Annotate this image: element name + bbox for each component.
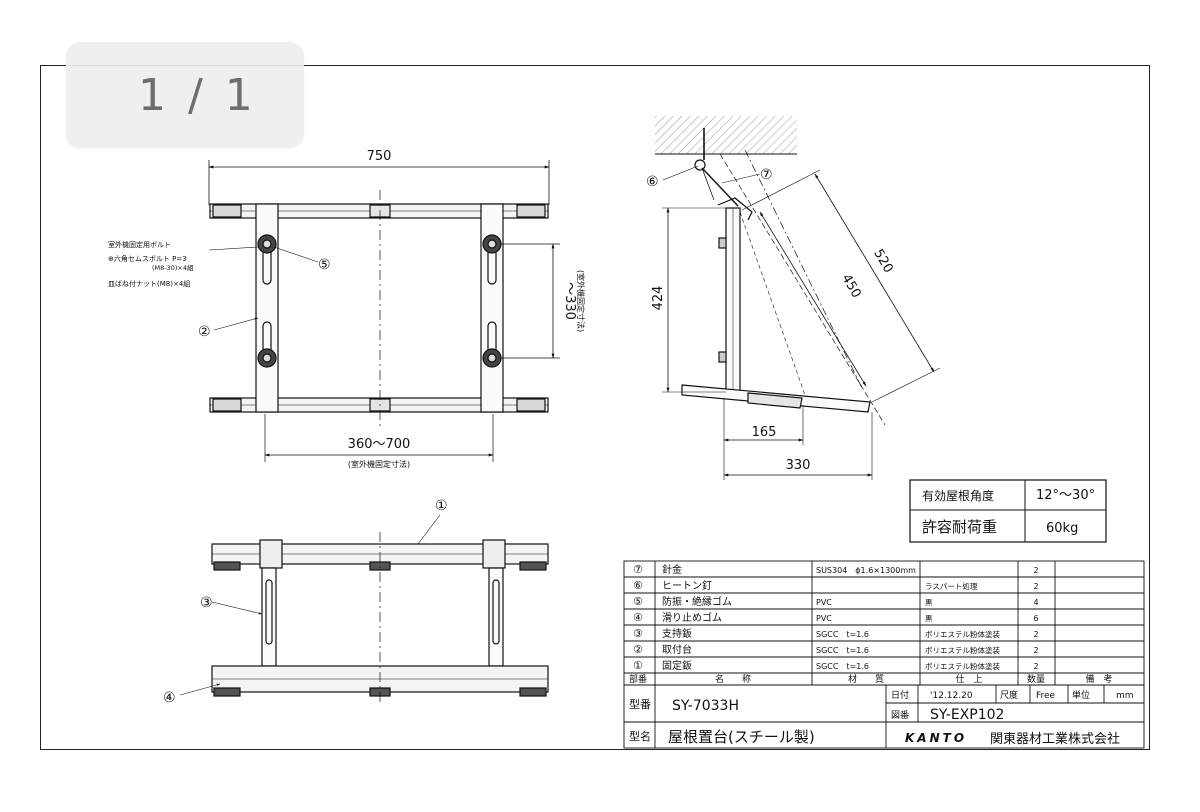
parts-row-no: ② <box>633 643 643 656</box>
parts-row-no: ⑦ <box>633 563 643 576</box>
dim-width-750: 750 <box>367 149 392 164</box>
parts-table-header: 部番 名 称 材 質 仕 上 数量 備 考 <box>629 673 1113 685</box>
header-finish: 仕 上 <box>955 673 982 685</box>
model-value: SY-7033H <box>672 698 739 714</box>
header-name: 名 称 <box>715 673 751 685</box>
dim-bottom-note: (室外機固定寸法) <box>348 459 410 469</box>
brand-logo: KANTO <box>905 731 967 745</box>
side-view <box>655 116 941 480</box>
parts-row-material: PVC <box>816 598 832 607</box>
scale-label: 尺度 <box>1000 689 1018 701</box>
parts-row-name: 防振・絶縁ゴム <box>662 595 732 608</box>
parts-row-name: 滑り止めゴム <box>662 611 722 624</box>
parts-table-text: ⑦ 針金 SUS304 ϕ1.6×1300mm 2 ⑥ ヒートン釘 ラスパート処理 2 ⑤ 防振・… <box>633 563 1039 672</box>
parts-row-finish: ラスパート処理 <box>925 581 978 591</box>
parts-row-qty: 2 <box>1033 662 1038 671</box>
product-label: 型名 <box>629 729 651 743</box>
callout-3: ③ <box>200 595 213 611</box>
dim-span-330: ～330 <box>562 282 577 320</box>
side-view-labels: 424 450 520 165 330 ⑥ ⑦ <box>646 167 896 473</box>
spec-load-label: 許容耐荷重 <box>922 518 997 536</box>
viewer-top-bar <box>0 0 1200 30</box>
bolt-note-line2: (M8-30)×4組 <box>152 263 194 272</box>
callout-4: ④ <box>163 690 176 706</box>
parts-row-qty: 2 <box>1033 582 1038 591</box>
page-indicator: 1 / 1 <box>66 42 304 148</box>
drawing-label: 図番 <box>891 709 909 721</box>
parts-row-finish: ポリエステル粉体塗装 <box>925 629 1000 639</box>
front-view <box>208 160 560 462</box>
parts-row-name: 支持鈑 <box>662 627 692 640</box>
date-value: '12.12.20 <box>930 691 973 701</box>
bottom-view-labels: ① ③ ④ <box>163 498 448 706</box>
header-note: 備 考 <box>1085 673 1112 685</box>
parts-row-name: ヒートン釘 <box>662 579 712 592</box>
callout-1: ① <box>435 498 448 514</box>
drawing-value: SY-EXP102 <box>930 707 1004 723</box>
model-label: 型番 <box>629 697 651 711</box>
dim-520: 520 <box>870 247 895 276</box>
parts-row-finish: ポリエステル粉体塗装 <box>925 645 1000 655</box>
parts-row-material: PVC <box>816 614 832 623</box>
parts-row-qty: 2 <box>1033 566 1038 575</box>
parts-row-qty: 2 <box>1033 630 1038 639</box>
callout-2: ② <box>198 324 211 340</box>
dim-bottom-360-700: 360～700 <box>348 437 411 452</box>
parts-row-qty: 4 <box>1033 598 1038 607</box>
dim-450: 450 <box>838 272 863 301</box>
callout-6: ⑥ <box>646 174 659 190</box>
front-view-labels: 750 ～330 (室外機固定寸法) 360～700 (室外機固定寸法) 室外機… <box>108 149 586 469</box>
bolt-note-title: 室外機固定用ボルト <box>108 240 171 249</box>
parts-row-no: ⑤ <box>633 595 643 608</box>
spec-angle-label: 有効屋根角度 <box>922 488 994 503</box>
parts-row-material: SGCC t=1.6 <box>816 630 869 639</box>
parts-row-name: 固定鈑 <box>662 659 692 672</box>
parts-row-material: SUS304 ϕ1.6×1300mm <box>816 566 916 575</box>
callout-7: ⑦ <box>760 167 773 183</box>
unit-value: mm <box>1116 691 1134 701</box>
product-value: 屋根置台(スチール製) <box>668 728 815 746</box>
company-name: 関東器材工業株式会社 <box>990 731 1120 747</box>
parts-row-no: ③ <box>633 627 643 640</box>
parts-row-material: SGCC t=1.6 <box>816 646 869 655</box>
parts-row-name: 針金 <box>662 563 682 576</box>
parts-row-finish: 黒 <box>925 598 933 607</box>
parts-row-no: ⑥ <box>633 579 643 592</box>
dim-span-note: (室外機固定寸法) <box>576 270 586 332</box>
parts-row-name: 取付台 <box>662 643 692 656</box>
bottom-view <box>179 514 549 705</box>
page-indicator-text: 1 / 1 <box>138 70 257 121</box>
bolt-note-line3: 皿ばね付ナット(M8)×4組 <box>108 279 190 288</box>
bolt-note-line1: ⊕六角セムスボルト P=3 <box>108 254 187 263</box>
parts-table <box>623 560 1145 749</box>
scale-value: Free <box>1036 691 1056 701</box>
header-material: 材 質 <box>848 673 884 685</box>
spec-load-value: 60kg <box>1046 521 1078 536</box>
parts-row-finish: ポリエステル粉体塗装 <box>925 661 1000 671</box>
dim-height-424: 424 <box>651 286 666 311</box>
header-bu: 部番 <box>629 673 647 685</box>
parts-row-no: ① <box>633 659 643 672</box>
header-qty: 数量 <box>1027 673 1045 685</box>
dim-165: 165 <box>752 425 777 440</box>
dim-330: 330 <box>786 458 811 473</box>
spec-angle-value: 12°～30° <box>1036 488 1095 503</box>
parts-row-finish: 黒 <box>925 614 933 623</box>
title-block: 型番 SY-7033H 日付 '12.12.20 尺度 Free 単位 mm 図… <box>629 689 1134 747</box>
unit-label: 単位 <box>1072 689 1090 701</box>
callout-5: ⑤ <box>318 257 331 273</box>
parts-row-no: ④ <box>633 611 643 624</box>
parts-row-qty: 6 <box>1033 614 1038 623</box>
parts-row-qty: 2 <box>1033 646 1038 655</box>
parts-row-material: SGCC t=1.6 <box>816 662 869 671</box>
date-label: 日付 <box>891 690 909 701</box>
spec-box: 有効屋根角度 12°～30° 許容耐荷重 60kg <box>909 479 1107 543</box>
